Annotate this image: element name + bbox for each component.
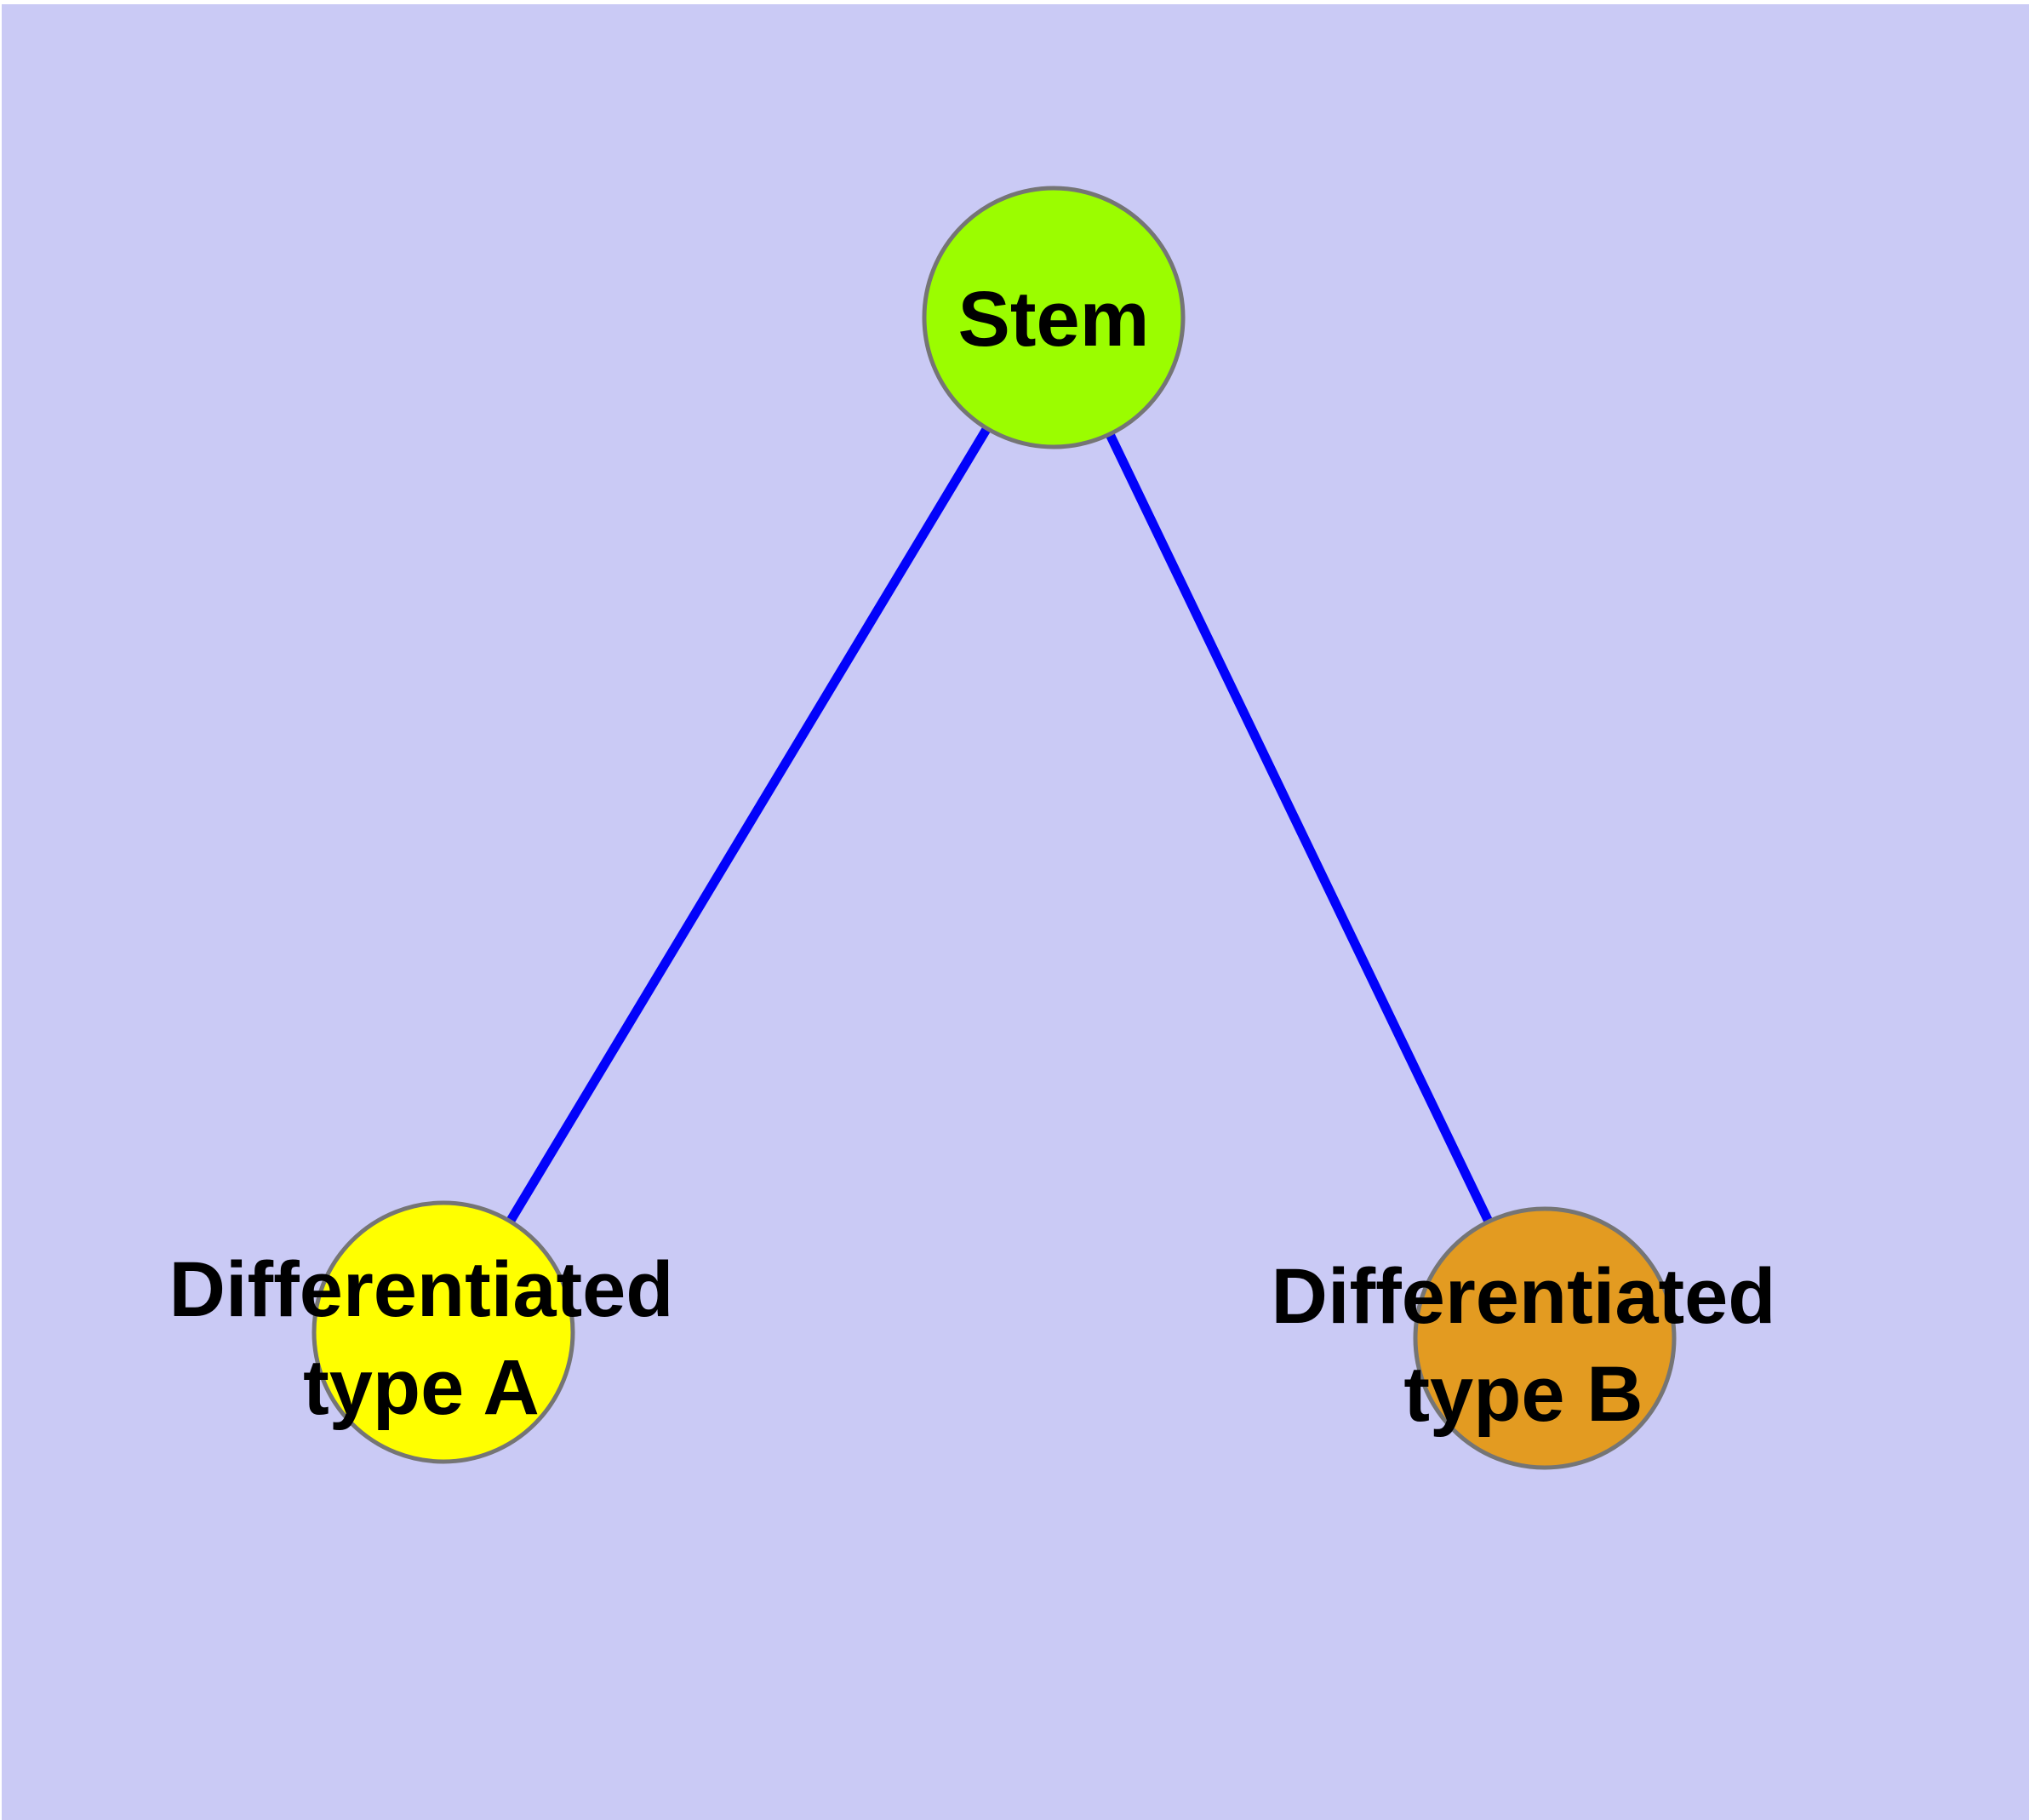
- node-stem: [922, 186, 1186, 449]
- node-type-b-label-line1: Differentiated: [1272, 1253, 1776, 1340]
- edge-stem-to-type-a: [439, 315, 1058, 1335]
- node-type-b-label-line2: type B: [1403, 1351, 1643, 1438]
- node-differentiated-type-a: [311, 1200, 575, 1464]
- edge-stem-to-type-b: [1049, 315, 1549, 1341]
- node-stem-label: Stem: [958, 276, 1150, 363]
- node-type-a-label-line1: Differentiated: [169, 1246, 674, 1333]
- node-type-a-label-line2: type A: [303, 1344, 540, 1431]
- node-differentiated-type-b: [1413, 1206, 1677, 1470]
